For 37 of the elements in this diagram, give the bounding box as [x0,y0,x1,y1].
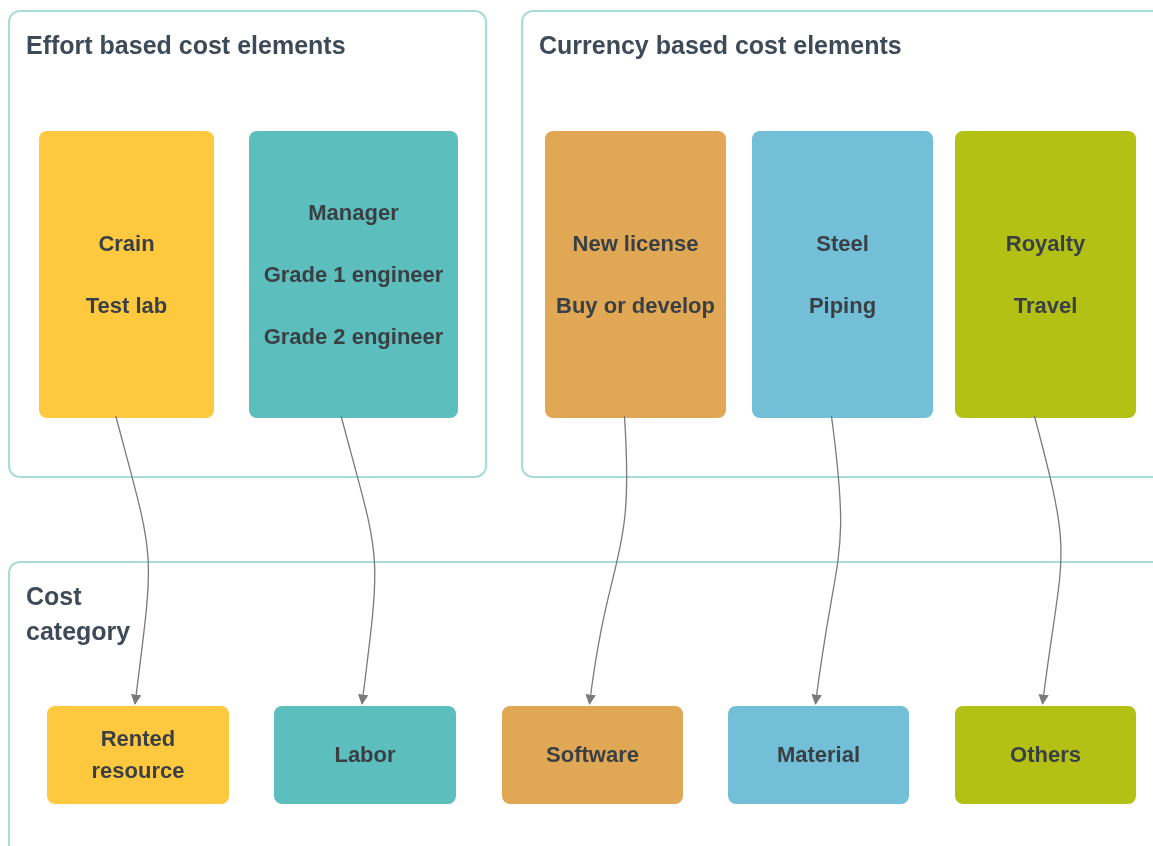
box-label: Software [546,741,639,769]
cost-category-box [274,706,456,804]
group-panel [8,561,1153,846]
curved-arrow [340,415,376,706]
cost-category-box [728,706,909,804]
group-heading: Currency based cost elements [539,30,902,61]
curved-arrow [585,415,628,706]
cost-element-card [39,131,214,418]
box-label: Piping [808,291,877,320]
curved-arrow [115,415,150,706]
cost-category-box [955,706,1136,804]
group-panel [521,10,1153,478]
box-label: Rented resource [90,725,186,785]
box-label: Travel [1013,291,1078,320]
box-label: Crain [98,229,155,258]
box-label: Grade 1 engineer [263,260,444,289]
cost-element-card [955,131,1136,418]
cost-category-box [502,706,683,804]
box-label: Others [1010,741,1081,769]
group-heading: Cost category [26,581,132,647]
box-label: Royalty [1005,229,1086,258]
group-panel [8,10,487,478]
box-label: New license [572,229,699,258]
box-label: Steel [816,229,869,258]
group-heading: Effort based cost elements [26,30,346,61]
cost-element-card [249,131,458,418]
box-label: Grade 2 engineer [263,322,444,351]
cost-category-box [47,706,229,804]
box-label: Buy or develop [556,291,715,320]
box-label: Labor [334,741,396,769]
box-label: Material [776,741,861,769]
cost-element-card [752,131,933,418]
curved-arrow [1033,415,1062,706]
box-label: Test lab [85,291,168,320]
cost-element-card [545,131,726,418]
box-label: Manager [308,198,399,227]
curved-arrow [811,415,842,706]
